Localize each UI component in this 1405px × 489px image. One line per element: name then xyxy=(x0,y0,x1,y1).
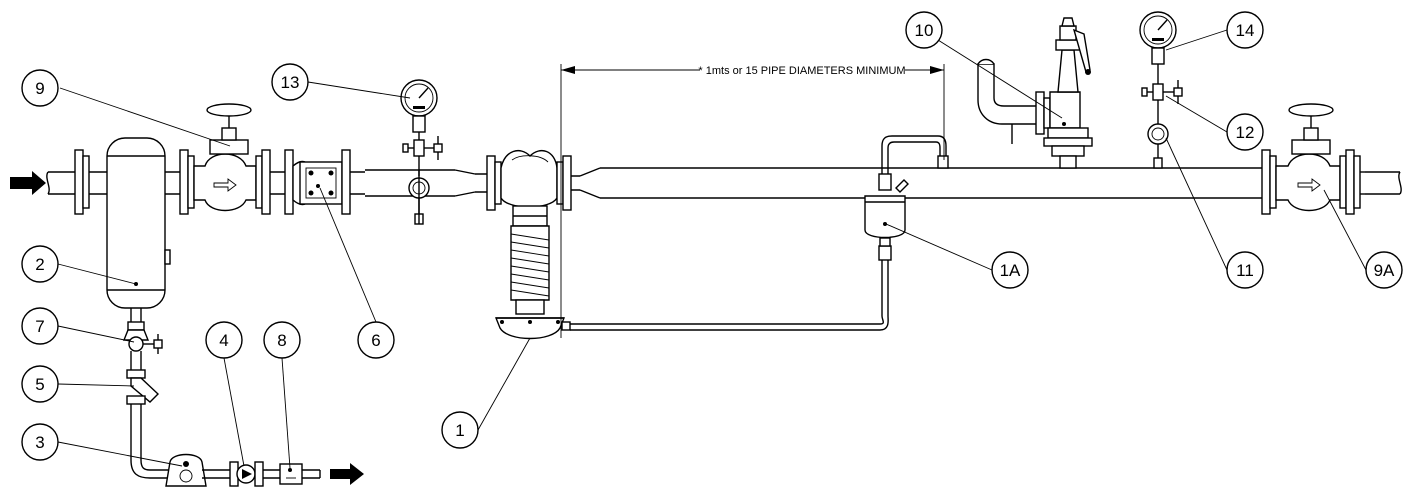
sensing-line xyxy=(878,245,892,331)
main-pipeline xyxy=(46,167,1402,199)
callout-label: 6 xyxy=(371,331,380,350)
callout-label: 1 xyxy=(455,421,464,440)
inlet-flange xyxy=(74,149,107,215)
callout-8: 8 xyxy=(263,321,301,469)
callout-1A: 1A xyxy=(885,223,1029,289)
dimension-note: * 1mts or 15 PIPE DIAMETERS MINIMUM xyxy=(698,65,905,77)
callout-11: 11 xyxy=(1165,137,1264,289)
upstream-pressure-gauge xyxy=(400,79,443,225)
callout-7: 7 xyxy=(21,307,135,345)
inlet-isolation-valve xyxy=(179,103,271,215)
callout-6: 6 xyxy=(319,187,395,359)
callout-1: 1 xyxy=(441,337,531,449)
callout-label: 12 xyxy=(1236,123,1255,142)
callout-label: 13 xyxy=(281,73,300,92)
callout-label: 11 xyxy=(1236,261,1254,280)
callout-label: 4 xyxy=(219,331,228,350)
callout-4: 4 xyxy=(205,321,245,467)
callout-label: 14 xyxy=(1236,21,1255,40)
downstream-pressure-gauge xyxy=(1139,11,1183,169)
callout-2: 2 xyxy=(21,245,137,285)
callout-9: 9 xyxy=(21,69,231,147)
callout-label: 8 xyxy=(277,331,286,350)
callout-5: 5 xyxy=(21,365,135,403)
condensate-outlet-arrow-icon xyxy=(330,463,364,485)
callout-label: 5 xyxy=(35,375,44,394)
condensate-pot xyxy=(864,135,949,247)
callout-3: 3 xyxy=(21,423,183,467)
callout-label: 2 xyxy=(35,255,44,274)
callout-12: 12 xyxy=(1165,95,1264,151)
minimum-distance-dimension: * 1mts or 15 PIPE DIAMETERS MINIMUM xyxy=(560,63,945,338)
callout-label: 9 xyxy=(35,79,44,98)
callout-9A: 9A xyxy=(1323,189,1403,289)
separator-vessel xyxy=(106,137,171,322)
line-strainer xyxy=(284,149,351,215)
safety-relief-valve xyxy=(977,17,1093,169)
callout-label: 9A xyxy=(1374,261,1395,280)
callout-14: 14 xyxy=(1165,11,1264,51)
callout-label: 10 xyxy=(915,21,934,40)
callout-label: 1A xyxy=(1000,261,1021,280)
drain-trap-line xyxy=(122,321,321,487)
callout-10: 10 xyxy=(905,11,1063,119)
outlet-isolation-valve xyxy=(1261,103,1365,215)
callout-label: 7 xyxy=(35,317,44,336)
inlet-flow-arrow-icon xyxy=(10,171,46,195)
callout-13: 13 xyxy=(271,63,411,101)
callout-label: 3 xyxy=(35,433,44,452)
pressure-reducing-valve xyxy=(486,149,880,340)
